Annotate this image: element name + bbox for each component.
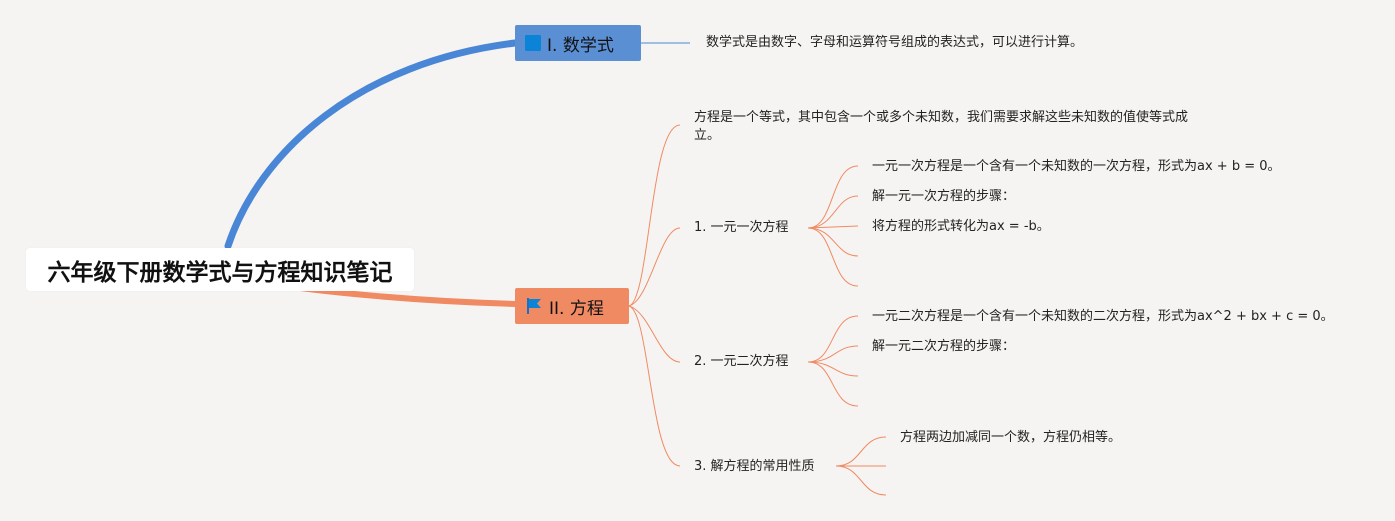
connector-t2-sub3 — [628, 305, 681, 467]
equation-intro[interactable]: 方程是一个等式，其中包含一个或多个未知数，我们需要求解这些未知数的值使等式成立。 — [694, 110, 1189, 143]
connector-t2-sub2 — [628, 305, 681, 363]
branch-root-to-t1 — [224, 39, 519, 250]
list-item[interactable]: 一元二次方程是一个含有一个未知数的二次方程，形式为ax^2 + bx + c =… — [872, 309, 1334, 324]
list-item[interactable]: 将方程的形式转化为ax = -b。 — [872, 219, 1050, 234]
connector-t2-sub1 — [628, 227, 681, 307]
connector-sub1-item1 — [807, 165, 859, 229]
branch-root-to-t2 — [297, 285, 518, 307]
root-node[interactable]: 六年级下册数学式与方程知识笔记 — [26, 248, 414, 291]
list-item[interactable]: 方程两边加减同一个数，方程仍相等。 — [900, 430, 1122, 445]
connector-sub1-item3 — [807, 225, 859, 229]
list-item[interactable]: 解一元二次方程的步骤： — [872, 339, 1016, 354]
connector-sub3-empty2 — [835, 465, 887, 496]
topic-equation[interactable]: II. 方程 — [515, 288, 629, 324]
list-item[interactable]: 解一元一次方程的步骤： — [872, 189, 1016, 204]
root-title: 六年级下册数学式与方程知识笔记 — [47, 259, 393, 286]
subtopic-quadratic[interactable]: 2. 一元二次方程 — [694, 354, 789, 369]
topic-math-expression[interactable]: I. 数学式 — [515, 25, 641, 61]
list-item[interactable]: 一元一次方程是一个含有一个未知数的一次方程，形式为ax + b = 0。 — [872, 159, 1281, 174]
connector-sub2-item2 — [807, 345, 859, 363]
connector-sub2-empty1 — [807, 361, 859, 377]
connector-sub2-item1 — [807, 315, 859, 363]
connector-sub1-empty1 — [807, 227, 859, 257]
topic-label: I. 数学式 — [547, 35, 614, 56]
topic-label: II. 方程 — [549, 298, 604, 319]
connector-t2-intro — [628, 124, 681, 307]
flag-icon — [527, 298, 541, 314]
connector-sub2-empty2 — [807, 361, 859, 407]
connector-sub1-item2 — [807, 195, 859, 229]
subtopic-linear[interactable]: 1. 一元一次方程 — [694, 220, 789, 235]
subtopic-properties[interactable]: 3. 解方程的常用性质 — [694, 459, 815, 474]
topic-note[interactable]: 数学式是由数字、字母和运算符号组成的表达式，可以进行计算。 — [706, 35, 1084, 50]
connector-sub3-item1 — [835, 436, 887, 467]
connector-sub1-empty2 — [807, 227, 859, 287]
square-icon — [525, 35, 541, 51]
